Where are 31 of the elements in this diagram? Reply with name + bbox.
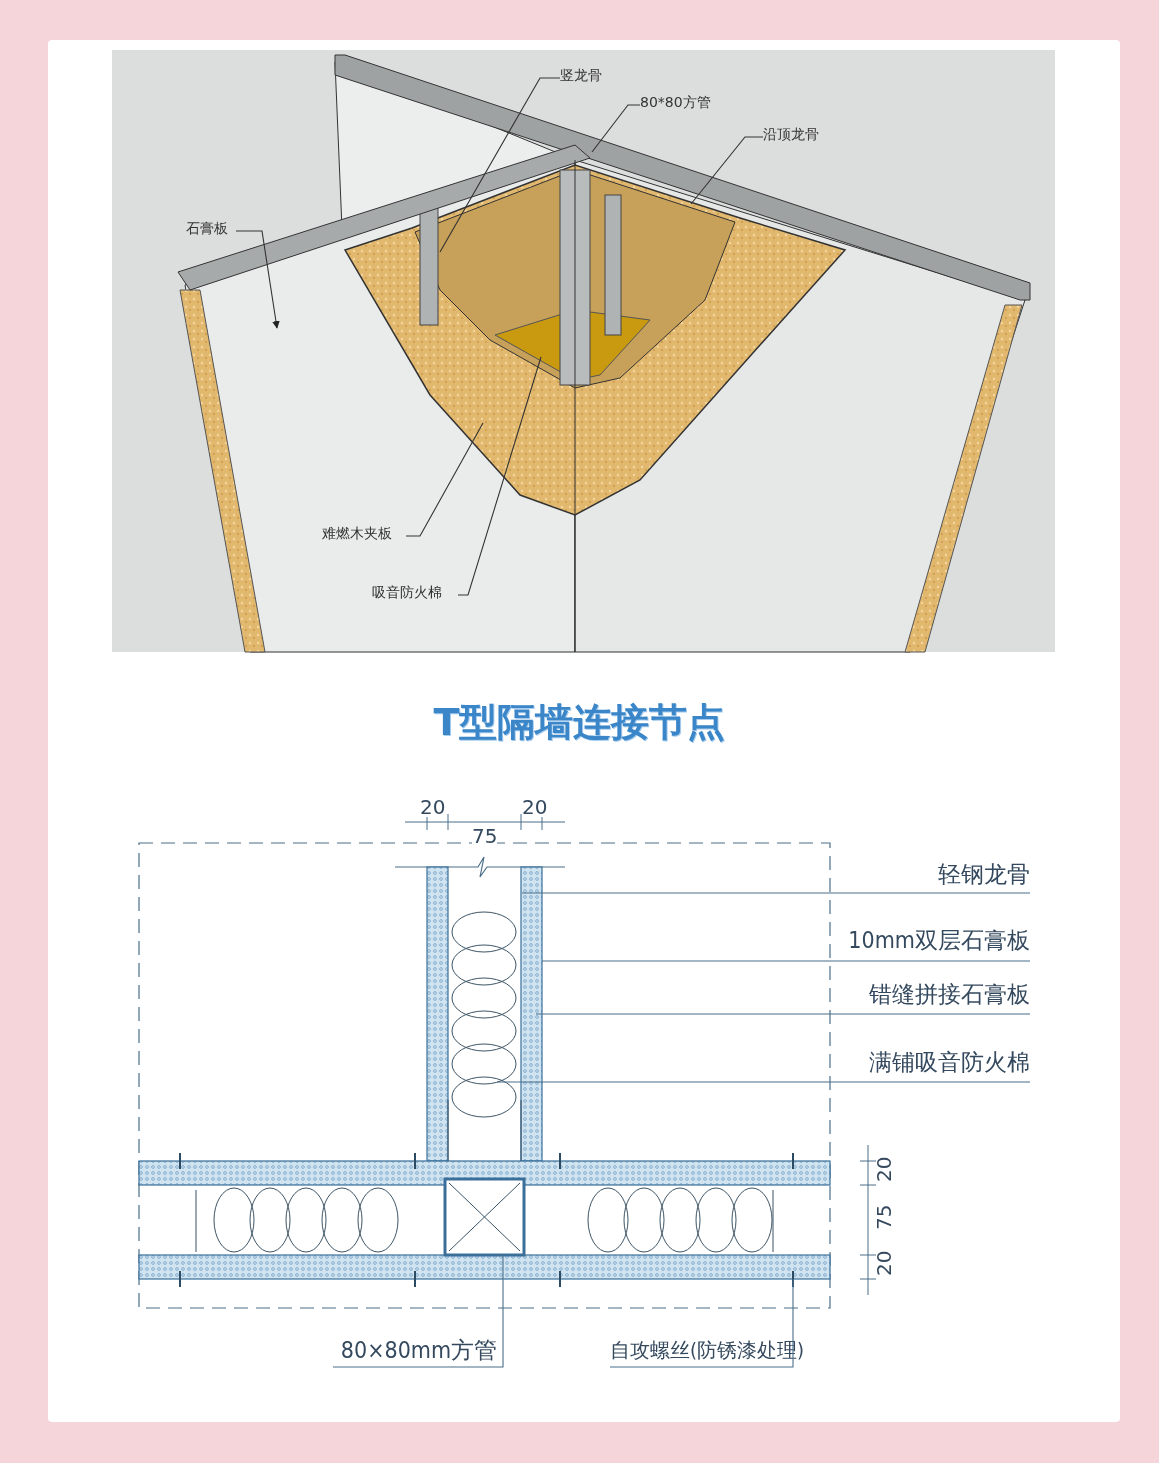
callout-text: 沿顶龙骨: [763, 127, 833, 147]
leader-line: [496, 1081, 1031, 1083]
diagram-title: T型隔墙连接节点: [432, 699, 727, 746]
dimension-label: 20: [874, 1156, 894, 1182]
leader-line: [457, 356, 542, 596]
callout-text: 自攻螺丝(防锈漆处理): [610, 1334, 805, 1367]
leader-line: [405, 422, 484, 537]
callout-text: 错缝拼接石膏板: [830, 975, 1030, 1014]
callout-text: 80*80方管: [640, 95, 720, 115]
leader-line: [541, 960, 1031, 962]
callout-text: 10mm双层石膏板: [800, 920, 1030, 961]
callout-text: 满铺吸音防火棉: [830, 1043, 1030, 1082]
dimension-label: 75: [874, 1204, 894, 1230]
leader-line: [235, 230, 280, 329]
leader-line: [332, 1254, 504, 1368]
dimension-label: 20: [420, 797, 446, 817]
leader-line: [690, 136, 764, 205]
callout-text: 难燃木夹板: [322, 526, 406, 546]
callout-text: 轻钢龙骨: [830, 855, 1030, 893]
leader-line: [535, 1013, 1031, 1015]
leader-line: [609, 1278, 794, 1368]
dimension-label: 75: [472, 826, 498, 846]
leader-line: [521, 892, 1031, 894]
callout-text: 80×80mm方管: [333, 1334, 505, 1367]
callout-text: 吸音防火棉: [372, 585, 458, 605]
leader-line: [439, 77, 561, 253]
callout-text: 竖龙骨: [560, 68, 610, 88]
dimension-label: 20: [522, 797, 548, 817]
callout-text: 石膏板: [186, 221, 236, 241]
leader-line: [591, 104, 641, 153]
dimension-label: 20: [874, 1250, 894, 1276]
